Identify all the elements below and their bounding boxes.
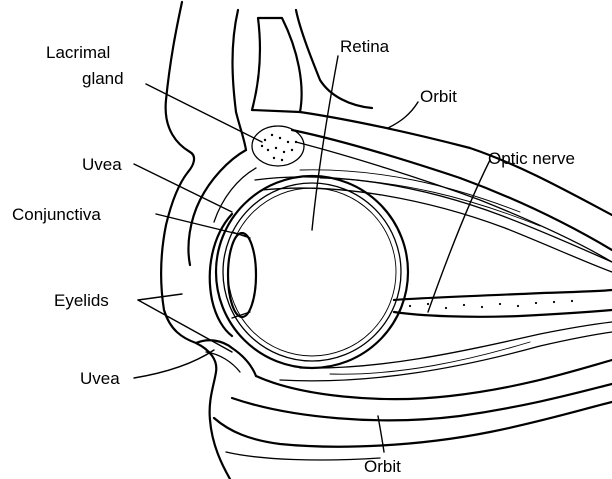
label-orbit-top: Orbit: [420, 87, 457, 106]
leader-uvea-bottom: [134, 350, 214, 378]
upper-eyelid: [188, 150, 246, 265]
label-orbit-bottom: Orbit: [364, 457, 401, 476]
optic-nerve-stipple: [409, 300, 573, 309]
eyeball-retina-layer: [228, 188, 396, 356]
leader-optic-nerve: [428, 160, 490, 312]
label-lacrimal-line2: gland: [82, 69, 124, 88]
orbit-floor-outer: [232, 384, 612, 420]
label-optic-nerve: Optic nerve: [488, 149, 575, 168]
frontal-bone-inner: [296, 10, 372, 108]
lacrimal-gland-shape: [252, 126, 304, 166]
label-lacrimal-line1: Lacrimal: [46, 43, 110, 62]
leader-eyelids-lower: [138, 300, 232, 352]
label-uvea-top: Uvea: [82, 155, 122, 174]
eyeball-sclera: [216, 176, 408, 368]
leader-eyelids-upper: [138, 294, 182, 300]
optic-nerve-lower: [394, 310, 612, 317]
lens: [228, 233, 256, 317]
optic-nerve-upper: [394, 290, 612, 300]
upper-muscle-2: [262, 188, 612, 272]
frontal-sinus: [252, 18, 302, 112]
label-uvea-bottom: Uvea: [80, 369, 120, 388]
leader-orbit-top: [388, 102, 418, 128]
label-eyelids: Eyelids: [54, 291, 109, 310]
lower-eyelid: [196, 340, 256, 376]
lacrimal-gland-stipple: [261, 134, 297, 161]
label-retina: Retina: [340, 37, 390, 56]
face-profile-outline: [161, 2, 230, 479]
leader-lacrimal-gland: [146, 84, 262, 142]
orbit-floor-inner: [256, 360, 612, 399]
maxilla-lower: [226, 452, 380, 460]
leader-retina: [312, 56, 338, 230]
leader-uvea-top: [134, 164, 232, 212]
label-conjunctiva: Conjunctiva: [12, 205, 101, 224]
eyeball-uvea-layer: [223, 183, 401, 361]
